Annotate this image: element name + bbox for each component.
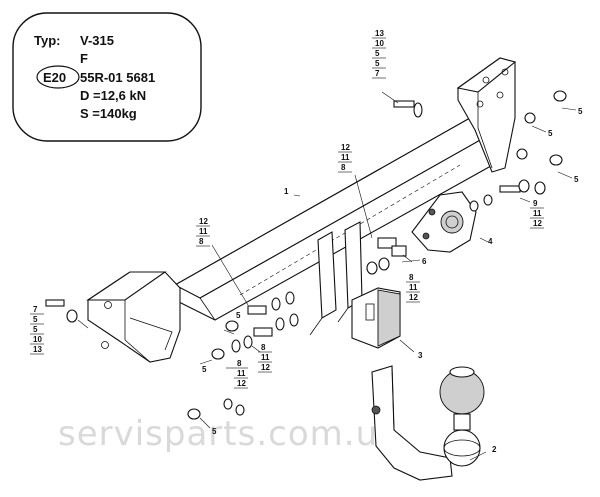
e-mark: E20 — [43, 70, 66, 85]
mounting-plates — [309, 221, 363, 336]
callout: 8 — [409, 273, 414, 282]
callout: 8 — [341, 163, 346, 172]
socket-plate — [411, 191, 477, 253]
callout: 9 — [533, 199, 538, 208]
callout-stack-mid: 12 11 8 — [338, 143, 352, 173]
label-part-6: 6 — [422, 257, 427, 266]
callout: 10 — [375, 39, 384, 48]
class-value: F — [80, 51, 88, 66]
hardware-right — [366, 90, 567, 275]
callout: 5 — [375, 59, 380, 68]
callout: 7 — [375, 69, 380, 78]
callout: 11 — [533, 209, 542, 218]
callout: 5 — [33, 315, 38, 324]
callout: 7 — [33, 305, 38, 314]
label-part-5: 5 — [574, 175, 579, 184]
callout-stack-left: 7 5 5 10 13 — [30, 305, 44, 355]
callout: 11 — [237, 369, 246, 378]
tow-ball — [371, 365, 485, 481]
callout: 5 — [375, 49, 380, 58]
label-part-5: 5 — [212, 427, 217, 436]
label-part-3: 3 — [418, 351, 423, 360]
callout: 8 — [237, 359, 242, 368]
callout: 13 — [375, 29, 384, 38]
callout: 11 — [341, 153, 350, 162]
label-part-1: 1 — [284, 187, 289, 196]
callout: 8 — [199, 237, 204, 246]
callout-stack-mid-left: 12 11 8 — [196, 217, 210, 247]
leader-lines — [77, 91, 577, 461]
hardware-left — [45, 291, 299, 420]
callout: 12 — [199, 217, 208, 226]
d-value: D =12,6 kN — [80, 88, 146, 103]
type-label: Typ: — [34, 33, 60, 48]
callout-stack-lower-b: 8 11 12 — [234, 359, 248, 389]
callout-stack-lower-a: 8 11 12 — [258, 343, 272, 373]
callout: 13 — [33, 345, 42, 354]
s-value: S =140kg — [80, 106, 137, 121]
label-part-5: 5 — [236, 311, 241, 320]
callout: 12 — [533, 219, 542, 228]
label-part-2: 2 — [492, 445, 497, 454]
callout-stack-right: 9 11 12 — [530, 199, 544, 229]
type-value: V-315 — [80, 33, 114, 48]
right-bracket — [456, 57, 517, 173]
callout: 10 — [33, 335, 42, 344]
approval-number: 55R-01 5681 — [80, 70, 155, 85]
callout: 11 — [409, 283, 418, 292]
watermark: servisparts.com.ua — [58, 414, 400, 454]
callout: 11 — [199, 227, 208, 236]
label-part-4: 4 — [488, 237, 493, 246]
spec-box: Typ: V-315 F E20 55R-01 5681 D =12,6 kN … — [12, 12, 202, 142]
e-mark-circle — [36, 65, 80, 89]
label-part-5: 5 — [202, 365, 207, 374]
left-bracket — [86, 271, 181, 363]
callout: 12 — [237, 379, 246, 388]
callout-stack-top-right: 13 10 5 5 7 — [372, 29, 386, 79]
callout-stack-center: 8 11 12 — [406, 273, 420, 303]
label-part-5: 5 — [578, 107, 583, 116]
callout: 8 — [261, 343, 266, 352]
callout: 12 — [409, 293, 418, 302]
label-part-5: 5 — [548, 129, 553, 138]
callout: 12 — [261, 363, 270, 372]
ball-mount-bracket — [351, 287, 401, 349]
callout: 5 — [33, 325, 38, 334]
callout: 12 — [341, 143, 350, 152]
callout: 11 — [261, 353, 270, 362]
